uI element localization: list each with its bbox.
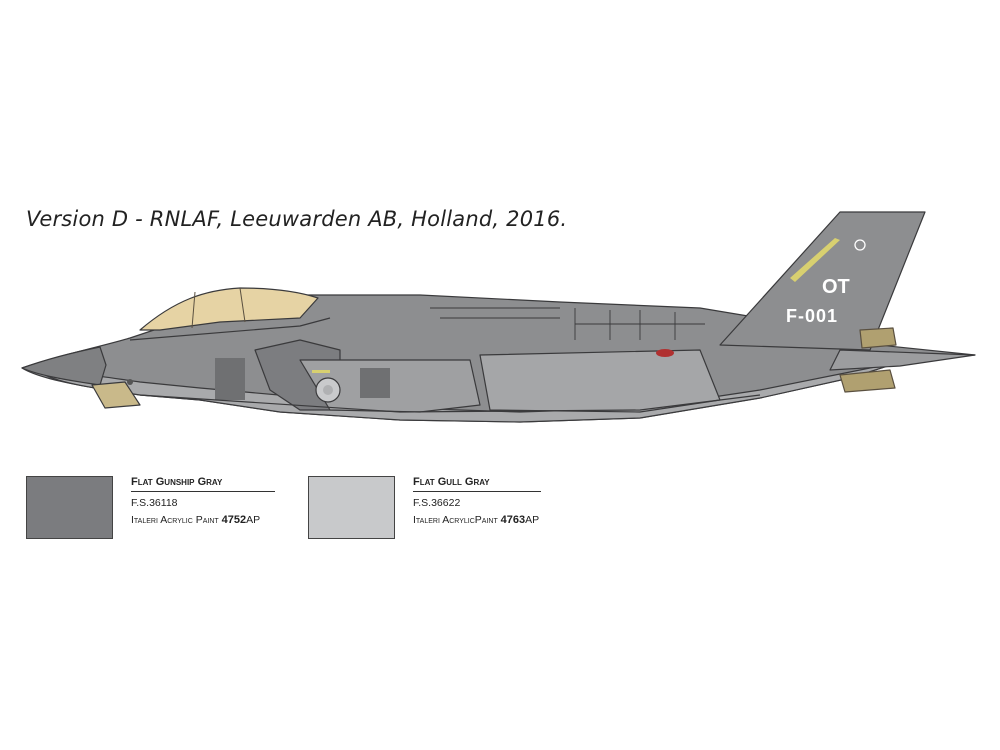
paint-code: 4752 (221, 514, 247, 526)
tail-serial: F-001 (786, 306, 838, 326)
paint-name: Flat Gunship Gray (131, 476, 275, 492)
paint-info-gull-gray: Flat Gull Gray F.S.36622 Italeri Acrylic… (413, 476, 541, 526)
tail-code: OT (822, 276, 850, 298)
paint-fs-code: F.S.36622 (413, 497, 461, 509)
paint-brand: Italeri Acrylic Paint 4752AP (131, 514, 261, 526)
horizontal-stabilizer (829, 349, 976, 371)
tail-weapons (839, 369, 896, 393)
tail-emblem (854, 239, 866, 251)
nose-gear (91, 381, 141, 409)
tail-stripe (790, 238, 840, 282)
f35-aircraft-illustration: OT F-001 (21, 211, 976, 423)
paint-swatch-gunship-gray (26, 476, 113, 539)
paint-swatch-gull-gray (308, 476, 395, 539)
nose-cone (21, 346, 107, 386)
version-title: Version D - RNLAF, Leeuwarden AB, Hollan… (26, 207, 568, 231)
paint-brand: Italeri AcrylicPaint 4763AP (413, 514, 540, 526)
vertical-tail (719, 211, 926, 351)
paint-info-gunship-gray: Flat Gunship Gray F.S.36118 Italeri Acry… (131, 476, 275, 526)
paint-code: 4763 (500, 514, 526, 526)
paint-name: Flat Gull Gray (413, 476, 541, 492)
paint-fs-code: F.S.36118 (131, 497, 178, 509)
